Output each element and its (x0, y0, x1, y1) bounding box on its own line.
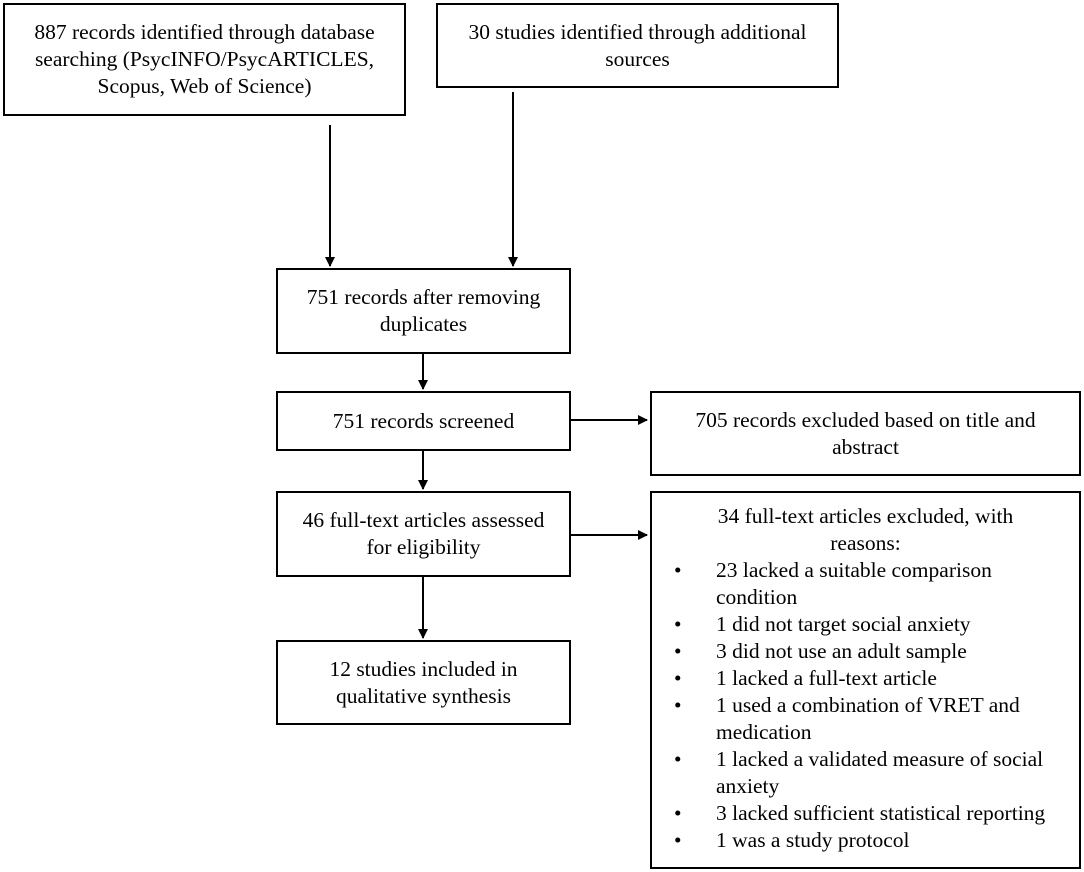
bullet-icon: • (674, 828, 682, 852)
excluded-title-abstract-text: 705 records excluded based on title and … (695, 407, 1036, 459)
included-studies-box: 12 studies included in qualitative synth… (276, 640, 571, 725)
full-text-excluded-box: 34 full-text articles excluded, with rea… (650, 491, 1081, 869)
bullet-icon: • (674, 801, 682, 825)
exclusion-reason: • 3 lacked sufficient statistical reporti… (652, 800, 1079, 827)
exclusion-reason: • 3 did not use an adult sample (652, 638, 1079, 665)
database-search-text: 887 records identified through database … (34, 20, 375, 98)
excluded-title-abstract-box: 705 records excluded based on title and … (650, 391, 1081, 476)
exclusion-reason: • 1 lacked a full-text article (652, 665, 1079, 692)
after-duplicates-text: 751 records after removing duplicates (306, 285, 541, 336)
exclusion-reason: • 1 did not target social anxiety (652, 611, 1079, 638)
screened-box: 751 records screened (276, 391, 571, 451)
bullet-icon: • (674, 639, 682, 663)
exclusion-reason: • 1 was a study protocol (652, 827, 1079, 854)
exclusion-reason: • 1 used a combination of VRET and medica… (652, 692, 1079, 746)
exclusion-reason-text: 3 did not use an adult sample (716, 639, 967, 663)
exclusion-reason-text: 1 did not target social anxiety (716, 612, 971, 636)
included-studies-text: 12 studies included in qualitative synth… (329, 656, 518, 708)
full-text-assessed-box: 46 full-text articles assessed for eligi… (276, 491, 571, 577)
exclusion-reason-text: 1 used a combination of VRET and medicat… (716, 693, 1020, 744)
bullet-icon: • (674, 558, 682, 582)
screened-text: 751 records screened (332, 408, 515, 433)
exclusion-reason-text: 23 lacked a suitable comparison conditio… (716, 558, 992, 609)
full-text-assessed-text: 46 full-text articles assessed for eligi… (302, 508, 545, 559)
exclusion-reason-text: 1 lacked a full-text article (716, 666, 937, 690)
bullet-icon: • (674, 747, 682, 771)
full-text-excluded-heading: 34 full-text articles excluded, with rea… (717, 504, 1014, 555)
after-duplicates-box: 751 records after removing duplicates (276, 268, 571, 354)
bullet-icon: • (674, 612, 682, 636)
bullet-icon: • (674, 666, 682, 690)
exclusion-reason-text: 1 lacked a validated measure of social a… (716, 747, 1044, 798)
exclusion-reason: • 23 lacked a suitable comparison conditi… (652, 557, 1079, 611)
exclusion-reason-text: 3 lacked sufficient statistical reportin… (716, 801, 1046, 825)
database-search-box: 887 records identified through database … (3, 3, 406, 116)
bullet-icon: • (674, 693, 682, 717)
exclusion-reason: • 1 lacked a validated measure of social … (652, 746, 1079, 800)
exclusion-reasons-list: • 23 lacked a suitable comparison conditi… (652, 557, 1079, 854)
additional-sources-box: 30 studies identified through additional… (436, 3, 839, 88)
exclusion-reason-text: 1 was a study protocol (716, 828, 910, 852)
additional-sources-text: 30 studies identified through additional… (468, 19, 807, 71)
